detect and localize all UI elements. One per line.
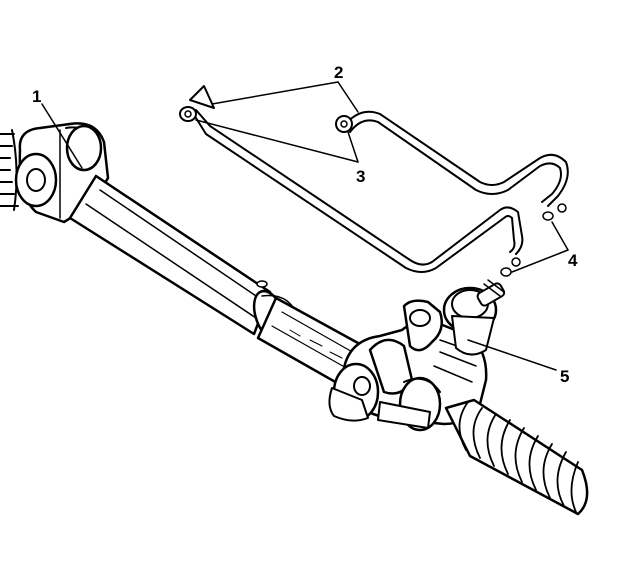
- callout-2: 2: [334, 63, 343, 82]
- leader-line-5: [467, 339, 557, 371]
- leader-lines: [41, 81, 569, 371]
- callout-4: 4: [568, 251, 578, 270]
- valve-housing: [328, 299, 488, 432]
- leader-line-3a: [195, 119, 359, 163]
- callout-5: 5: [560, 367, 569, 386]
- leader-line-1: [41, 103, 83, 169]
- leader-line-2b: [337, 81, 359, 113]
- left-mount-bushing: [14, 122, 110, 224]
- hydraulic-lines: [189, 85, 569, 273]
- rack-housing-tube: [68, 174, 299, 343]
- callout-3: 3: [356, 167, 365, 186]
- leader-line-4b: [511, 249, 569, 273]
- left-tie-rod-end: [0, 129, 19, 211]
- callout-labels: 1 2 3 4 5: [32, 63, 578, 386]
- fitting-nut-upper-left: [179, 106, 197, 122]
- fitting-nut-upper-middle: [335, 115, 353, 133]
- leader-line-2a: [211, 81, 339, 105]
- callout-1: 1: [32, 87, 41, 106]
- o-ring-seal-lower: [500, 257, 521, 277]
- right-bellows-boot: [444, 398, 589, 516]
- leader-line-4a: [551, 221, 569, 251]
- leader-line-3b: [347, 131, 359, 163]
- o-ring-seal-upper: [542, 203, 567, 221]
- fitting-nuts: [179, 106, 567, 277]
